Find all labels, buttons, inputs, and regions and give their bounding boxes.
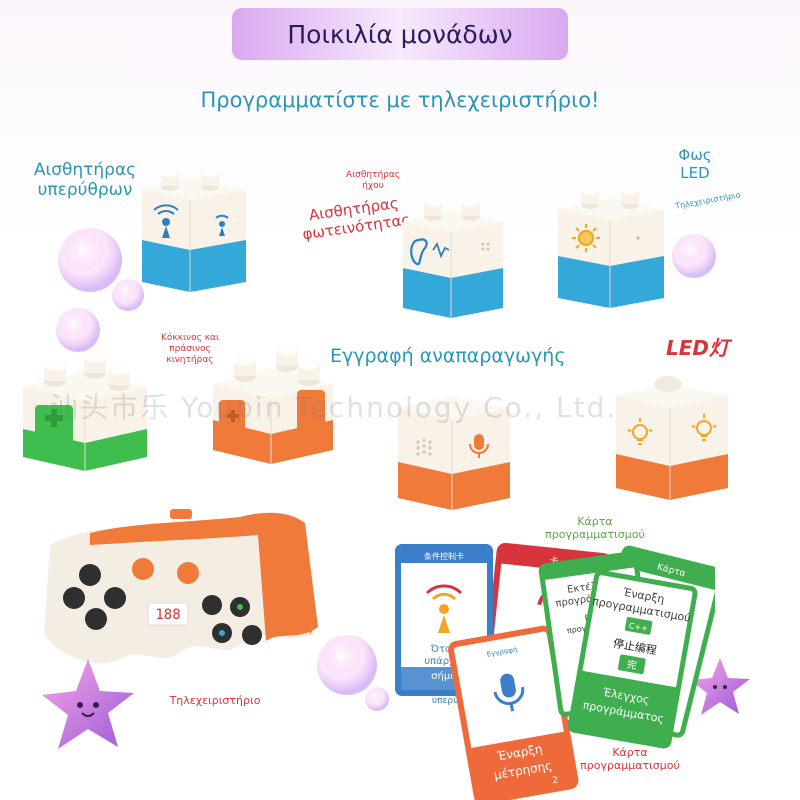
button[interactable] [202,595,222,615]
orange-button[interactable] [177,562,199,584]
lightbulb-icon [691,414,717,441]
svg-text:C++: C++ [628,621,648,633]
bubbles-decoration [317,635,389,711]
light-sensor-block [558,185,664,308]
bubbles-decoration [58,228,144,311]
sound-sensor-block [403,197,503,318]
antenna-icon [153,204,179,238]
speaker-grille [416,438,432,456]
digital-display [147,602,189,626]
recording-block [398,396,510,510]
svg-text:2: 2 [552,775,559,786]
programming-cards: 卡 条件控制卡 Όταν υπάρχει σήμα σήμα υπερύθρων [395,542,715,800]
stop-programming-card: Έναρξη προγραμματισμού C++ 停止编程 完 Έλεγχο… [567,570,698,749]
remote-controller: 188 [44,509,318,664]
subtitle: Προγραμματίστε με τηλεχειριστήριο! [200,88,600,112]
cross-axle-icon [45,409,63,427]
infrared-sensor-block [142,167,246,292]
led-logo: LED灯 [666,336,730,360]
programming-card-label-bottom: Κάρτα προγραμματισμού [580,746,680,773]
motor-label: Κόκκινος και πράσινος κινητήρας [160,333,220,365]
orange-button[interactable] [132,558,154,580]
svg-text:条件控制卡: 条件控制卡 [424,551,464,561]
led-light-label: Φως LED [678,146,712,182]
cross-axle-icon [227,410,239,422]
svg-text:完: 完 [626,658,638,673]
display-digits: 188 [155,607,180,623]
dpad-buttons [63,564,126,630]
ear-icon [410,238,450,266]
orange-motor-block [213,344,333,464]
button[interactable] [242,625,262,645]
count-card: Εγγραφή Έναρξη μέτρησης 2 [448,625,579,800]
button[interactable] [85,608,107,630]
starfish-decoration [42,659,134,749]
svg-text:σήμα: σήμα [431,670,457,682]
lightbulb-icon [627,418,653,445]
infrared-sensor-label: Αισθητήρας υπερύθρων [33,160,137,201]
sound-sensor-label: Αισθητήρας ήχου [345,170,401,191]
remote-small-label: Τηλεχειριστήριο [674,190,742,211]
page-title: Ποικιλία μονάδων [287,19,513,49]
microphone-icon [493,673,525,712]
recording-label: Εγγραφή αναπαραγωγής [330,345,566,367]
starfish-decoration [690,658,750,715]
microphone-icon [469,434,489,458]
speaker-holes [481,242,490,251]
led-light-block [616,376,728,500]
title-banner: Ποικιλία μονάδων [232,8,568,60]
antenna-icon [215,214,229,236]
button[interactable] [79,564,101,586]
bubble-decoration [56,308,100,352]
green-motor-block [23,351,147,471]
button[interactable] [104,587,126,609]
button[interactable] [63,587,85,609]
remote-label: Τηλεχειριστήριο [169,694,261,707]
programming-card-label-top: Κάρτα προγραμματισμού [545,515,645,542]
bubble-decoration [672,234,716,278]
antenna-icon [425,584,463,633]
svg-text:卡: 卡 [549,555,559,568]
sun-icon [572,224,600,252]
watermark: 汕头市乐 Youpin Technology Co., Ltd. [50,391,618,424]
